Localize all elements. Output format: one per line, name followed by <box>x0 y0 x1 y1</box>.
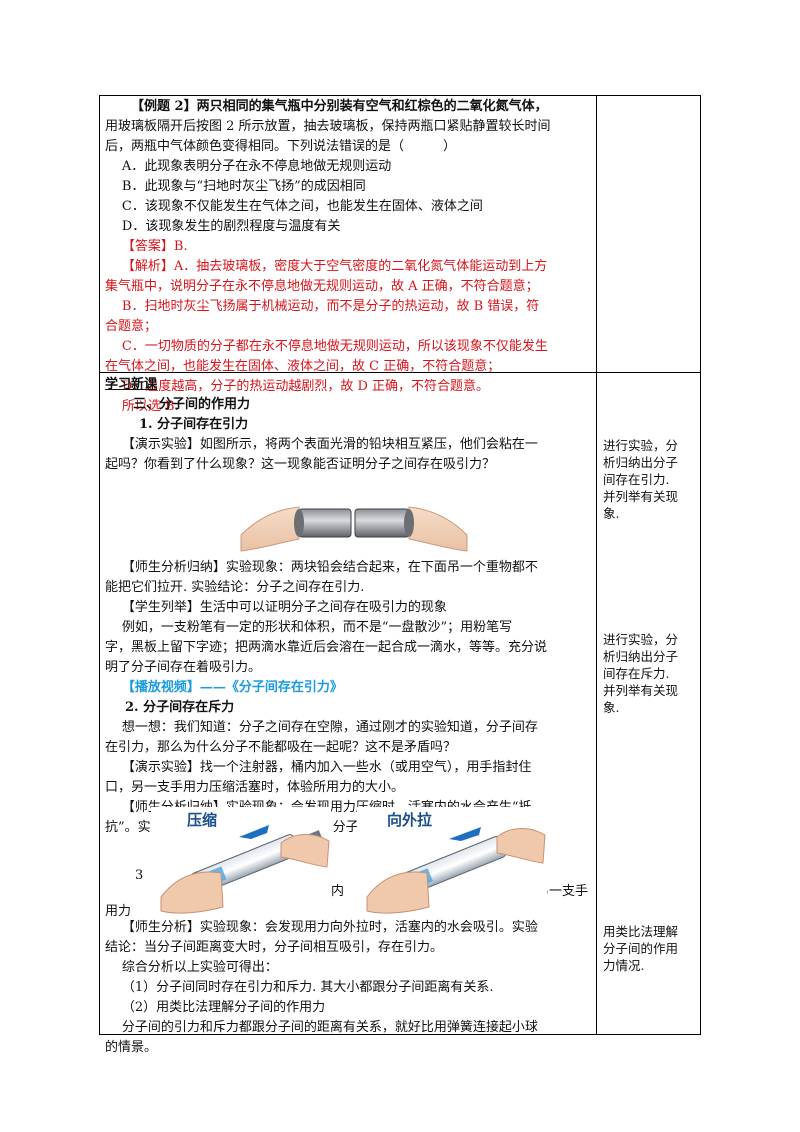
explanation-line: 合题意； <box>105 319 158 334</box>
lesson-heading: 学习新课 <box>105 377 158 392</box>
explanation-line: D．温度越高，分子的热运动越剧烈，故 D 正确，不符合题意。 <box>121 379 490 394</box>
student-examples: 明了分子间存在着吸引力。 <box>105 660 262 675</box>
explanation-line: 所以选 B. <box>121 399 179 414</box>
summary-text: 综合分析以上实验可得出： <box>121 960 278 975</box>
side-note-attraction: 进行实验，分 析归纳出分子 间存在引力. 并列举有关现 象. <box>603 437 695 522</box>
summary-point: （2）用类比法理解分子间的作用力 <box>121 1000 326 1015</box>
side-note-line: 析归纳出分子 <box>603 649 679 664</box>
side-note-line: 象. <box>603 506 620 521</box>
side-note-line: 用类比法理解 <box>603 924 679 939</box>
syringe-pull-illustration <box>357 807 547 917</box>
example-question-line: 后，两瓶中气体颜色变得相同。下列说法错误的是（ ） <box>105 139 457 154</box>
demo-text: 【演示实验】找一个注射器，桶内加入一些水（或用空气），用手指封住 <box>121 760 532 775</box>
example-question-line: 用玻璃板隔开后按图 2 所示放置，抽去玻璃板，保持两瓶口紧贴静置较长时间 <box>105 119 551 134</box>
explanation-line: B．扫地时灰尘飞扬属于机械运动，而不是分子的热运动，故 B 错误，符 <box>121 299 540 314</box>
option-a: A．此现象表明分子在永不停息地做无规则运动 <box>121 159 392 174</box>
answer: 【答案】B. <box>121 239 188 254</box>
example-2-block: 【例题 2】两只相同的集气瓶中分别装有空气和红棕色的二氧化氮气体， 用玻璃板隔开… <box>105 97 593 417</box>
side-note-line: 进行实验，分 <box>603 438 679 453</box>
attraction-analysis-block: 【师生分析归纳】实验现象：两块铅会结合起来，在下面吊一个重物都不 能把它们拉开.… <box>105 558 593 838</box>
pull-label: 向外拉 <box>387 811 433 829</box>
option-c: C．该现象不仅能发生在气体之间，也能发生在固体、液体之间 <box>121 199 483 214</box>
explanation-line: C．一切物质的分子都在永不停息地做无规则运动，所以该现象不仅能发生 <box>121 339 548 354</box>
side-note-analogy: 用类比法理解 分子间的作用 力情况. <box>603 923 695 974</box>
explanation-line: 【解析】A．抽去玻璃板，密度大于空气密度的二氧化氮气体能运动到上方 <box>121 259 548 274</box>
obscured-text: 内 <box>331 884 345 899</box>
student-examples: 【学生列举】生活中可以证明分子之间存在吸引力的现象 <box>121 600 447 615</box>
summary-block: 【师生分析】实验现象：会发现用力向外拉时，活塞内的水会吸引。实验 结论：当分子间… <box>105 918 593 1058</box>
side-note-line: 间存在引力. <box>603 472 670 487</box>
table-border-bottom <box>99 1034 701 1035</box>
side-note-line: 并列举有关现 <box>603 683 679 698</box>
think-text: 在引力，那么为什么分子不能都吸在一起呢？这不是矛盾吗？ <box>105 740 457 755</box>
explanation-line: 集气瓶中，说明分子在永不停息地做无规则运动，故 A 正确，不符合题意； <box>105 279 539 294</box>
table-border-left <box>99 95 100 1035</box>
side-note-line: 分子间的作用 <box>603 941 679 956</box>
demo-text: 口，另一支手用力压缩活塞时，体验所用力的大小。 <box>105 780 405 795</box>
subsection-title: 2. 分子间存在斥力 <box>125 700 235 715</box>
summary-text: 分子间的引力和斥力都跟分子间的距离有关系，就好比用弹簧连接起小球 <box>121 1020 538 1035</box>
lesson-table: 【例题 2】两只相同的集气瓶中分别装有空气和红棕色的二氧化氮气体， 用玻璃板隔开… <box>99 95 701 1055</box>
analysis-text: 【师生分析】实验现象：会发现用力向外拉时，活塞内的水会吸引。实验 <box>121 920 538 935</box>
subsection-title: 1. 分子间存在引力 <box>139 417 249 432</box>
side-note-line: 间存在斥力. <box>603 666 670 681</box>
summary-text: 的情景。 <box>105 1040 158 1055</box>
demo-text: 【演示实验】如图所示，将两个表面光滑的铅块相互紧压，他们会粘在一 <box>121 437 538 452</box>
demo-text: 起吗？你看到了什么现象？这一现象能否证明分子之间存在吸引力？ <box>105 457 496 472</box>
think-text: 想一想：我们知道：分子之间存在空隙，通过刚才的实验知道，分子间存 <box>121 720 538 735</box>
lead-blocks-illustration <box>240 506 468 552</box>
side-note-line: 并列举有关现 <box>603 489 679 504</box>
compress-label: 压缩 <box>187 811 218 829</box>
table-row-divider <box>99 372 701 373</box>
table-column-divider <box>596 95 597 1035</box>
syringe-compress-illustration <box>151 807 331 917</box>
analysis-text: 【师生分析归纳】实验现象：两块铅会结合起来，在下面吊一个重物都不 <box>121 560 538 575</box>
example-question-line: 【例题 2】两只相同的集气瓶中分别装有空气和红棕色的二氧化氮气体， <box>131 99 548 114</box>
video-link[interactable]: 【播放视频】——《分子间存在引力》 <box>121 680 343 695</box>
side-note-repulsion: 进行实验，分 析归纳出分子 间存在斥力. 并列举有关现 象. <box>603 631 695 716</box>
table-border-top <box>99 95 701 96</box>
side-note-line: 析归纳出分子 <box>603 455 679 470</box>
new-lesson-block: 学习新课 三、分子间的作用力 1. 分子间存在引力 【演示实验】如图所示，将两个… <box>105 375 593 475</box>
obscured-text: 用力 <box>105 904 132 919</box>
section-title: 三、分子间的作用力 <box>133 397 251 412</box>
student-examples: 例如，一支粉笔有一定的形状和体积，而不是“一盘散沙”；用粉笔写 <box>121 620 513 635</box>
summary-point: （1）分子间同时存在引力和斥力. 其大小都跟分子间距离有关系. <box>121 980 494 995</box>
table-border-right <box>700 95 701 1035</box>
student-examples: 字，黑板上留下字迹；把两滴水靠近后会溶在一起合成一滴水，等等。充分说 <box>105 640 548 655</box>
option-d: D．该现象发生的剧烈程度与温度有关 <box>121 219 341 234</box>
analysis-text: 能把它们拉开. 实验结论：分子之间存在引力. <box>105 580 365 595</box>
side-note-line: 进行实验，分 <box>603 632 679 647</box>
option-b: B．此现象与“扫地时灰尘飞扬”的成因相同 <box>121 179 366 194</box>
side-note-line: 力情况. <box>603 958 645 973</box>
analysis-text: 结论：当分子间距离变大时，分子间相互吸引，存在引力。 <box>105 940 444 955</box>
explanation-line: 在气体之间，也能发生在固体、液体之间，故 C 正确，不符合题意； <box>105 359 501 374</box>
obscured-text: 3 <box>135 868 144 883</box>
side-note-line: 象. <box>603 700 620 715</box>
